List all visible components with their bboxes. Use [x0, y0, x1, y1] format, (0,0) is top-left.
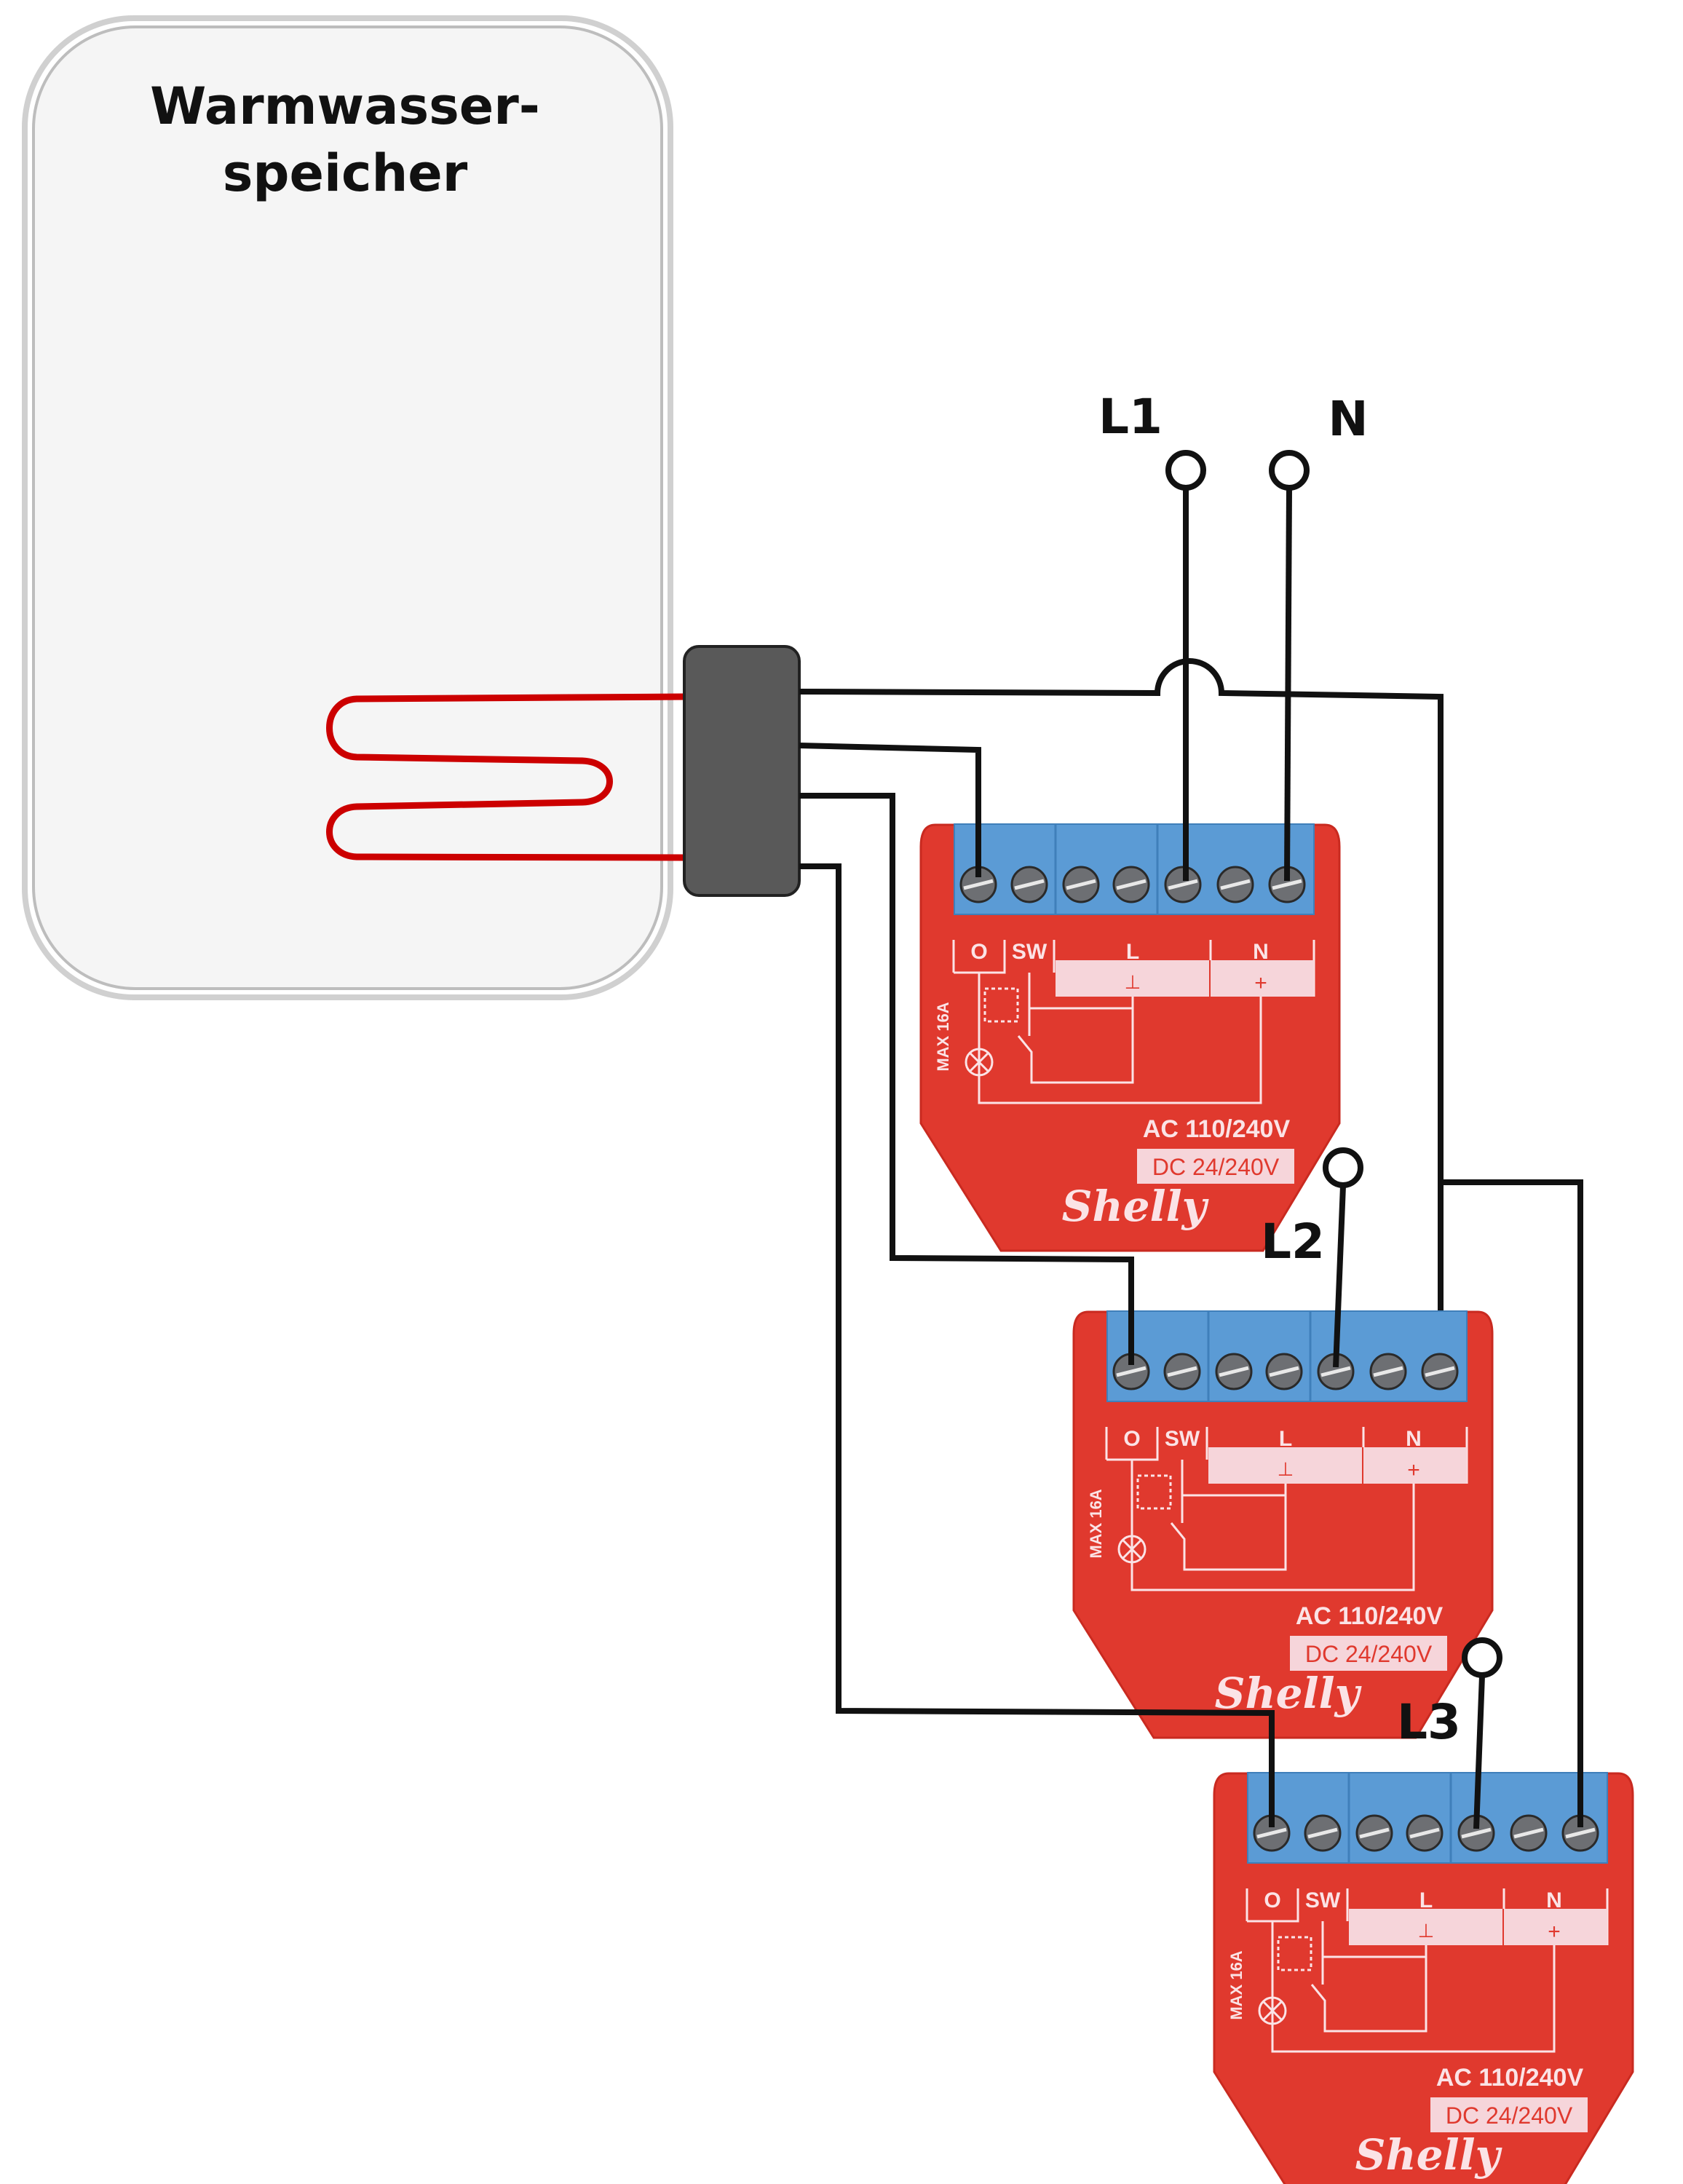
- junction-box: [683, 645, 801, 897]
- screw-terminal-icon: [1062, 866, 1100, 903]
- label-sw: SW: [1305, 1888, 1341, 1912]
- wire-o-3: [799, 863, 1275, 1827]
- wire-n: [1284, 488, 1292, 882]
- screw-terminal-icon: [1010, 866, 1048, 903]
- label-n: N: [1328, 391, 1368, 447]
- shelly-logo: Shelly: [1355, 2130, 1503, 2180]
- shelly-logo: Shelly: [1062, 1182, 1210, 1231]
- max-rating: MAX 16A: [1227, 1950, 1246, 2019]
- lamp-symbol-icon: [1117, 1535, 1147, 1564]
- wire-o-2: [799, 793, 1134, 1365]
- label-o: O: [1123, 1427, 1140, 1451]
- screw-terminal-icon: [1406, 1814, 1444, 1852]
- ground-symbol: ⊥: [1418, 1920, 1435, 1942]
- screw-terminal-icon: [1112, 866, 1150, 903]
- plus-symbol: +: [1548, 1920, 1561, 1944]
- label-sw: SW: [1012, 940, 1048, 964]
- ac-rating: AC 110/240V: [1296, 1602, 1444, 1630]
- heating-coil: [326, 693, 685, 861]
- shelly-logo: Shelly: [1215, 1669, 1363, 1718]
- label-n: N: [1406, 1427, 1422, 1451]
- screw-terminal-icon: [1265, 1353, 1303, 1390]
- dc-rating: DC 24/240V: [1152, 1154, 1280, 1180]
- label-l3: L3: [1397, 1694, 1461, 1750]
- dc-rating: DC 24/240V: [1305, 1641, 1433, 1667]
- screw-terminal-icon: [1253, 1814, 1291, 1852]
- screw-terminal-icon: [1163, 1353, 1201, 1390]
- plus-symbol: +: [1254, 971, 1267, 995]
- shelly-relay-module-2: O SW L N ⊥ + MAX 16A AC 110/240V DC 24/2…: [1072, 1310, 1494, 1739]
- screw-terminal-icon: [1355, 1814, 1393, 1852]
- label-l: L: [1419, 1888, 1433, 1912]
- screw-terminal-icon: [1216, 866, 1254, 903]
- shelly-relay-module-1: O SW L N ⊥ + MAX 16A AC 110/240V DC 24/2…: [919, 823, 1341, 1252]
- label-n: N: [1253, 940, 1269, 964]
- wire-n-bus: [799, 658, 1444, 1310]
- label-l2: L2: [1261, 1214, 1325, 1270]
- screw-terminal-icon: [1268, 866, 1306, 903]
- max-rating: MAX 16A: [934, 1002, 952, 1071]
- tank-title-line2: speicher: [223, 143, 468, 203]
- ac-rating: AC 110/240V: [1436, 2064, 1584, 2092]
- label-n: N: [1546, 1888, 1562, 1912]
- screw-terminal-icon: [1215, 1353, 1253, 1390]
- wire-n-to-module3: [1441, 1179, 1583, 1827]
- screw-terminal-icon: [1369, 1353, 1407, 1390]
- plus-symbol: +: [1407, 1458, 1420, 1482]
- shelly-relay-module-3: O SW L N ⊥ + MAX 16A AC 110/240V DC 24/2…: [1213, 1772, 1634, 2184]
- terminal-l2-icon: [1323, 1147, 1363, 1188]
- terminal-l3-icon: [1462, 1637, 1502, 1678]
- label-l: L: [1126, 940, 1139, 964]
- max-rating: MAX 16A: [1087, 1489, 1105, 1558]
- label-sw: SW: [1165, 1427, 1200, 1451]
- label-l1: L1: [1098, 389, 1163, 445]
- terminal-n-icon: [1269, 450, 1310, 491]
- water-heater-tank: Warmwasser- speicher: [22, 15, 673, 1000]
- screw-terminal-icon: [1561, 1814, 1599, 1852]
- ground-symbol: ⊥: [1125, 971, 1141, 993]
- ground-symbol: ⊥: [1278, 1458, 1294, 1480]
- ac-rating: AC 110/240V: [1143, 1115, 1291, 1143]
- lamp-symbol-icon: [965, 1048, 994, 1077]
- terminal-l1-icon: [1165, 450, 1206, 491]
- label-l: L: [1279, 1427, 1292, 1451]
- label-o: O: [1264, 1888, 1280, 1912]
- screw-terminal-icon: [1304, 1814, 1342, 1852]
- label-o: O: [970, 940, 987, 964]
- screw-terminal-icon: [1421, 1353, 1459, 1390]
- dc-rating: DC 24/240V: [1446, 2102, 1573, 2129]
- wire-l3: [1473, 1675, 1485, 1829]
- screw-terminal-icon: [1164, 866, 1202, 903]
- wire-l2: [1333, 1185, 1346, 1368]
- tank-title-line1: Warmwasser-: [150, 76, 540, 136]
- lamp-symbol-icon: [1258, 1996, 1287, 2025]
- wire-o-1: [799, 743, 981, 877]
- screw-terminal-icon: [1510, 1814, 1548, 1852]
- screw-terminal-icon: [959, 866, 997, 903]
